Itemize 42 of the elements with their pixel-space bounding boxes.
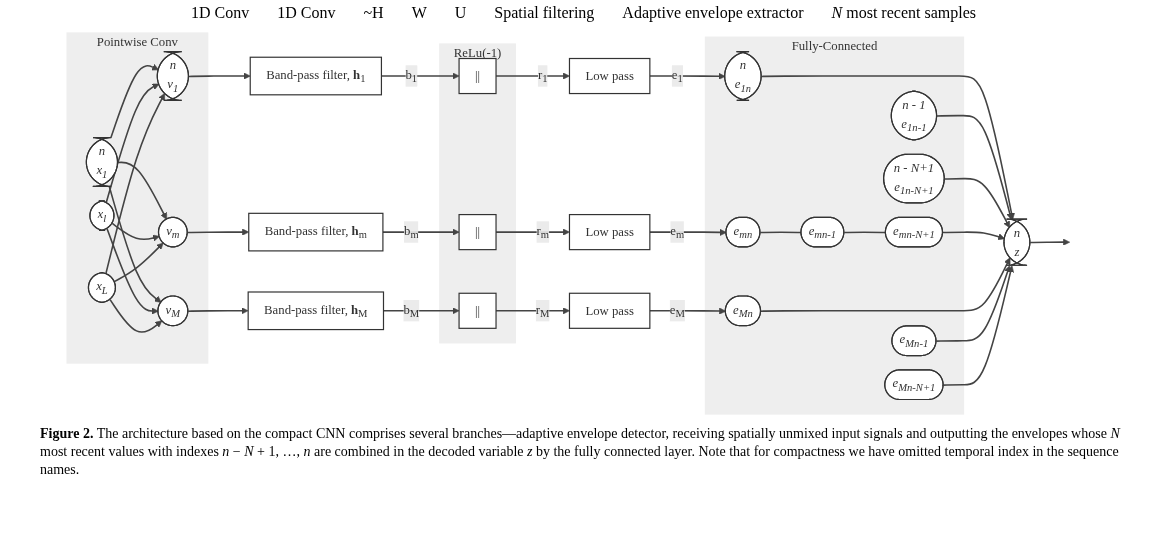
diagram-label: 1D Conv (191, 4, 250, 22)
node-box: || (457, 57, 497, 95)
arrow (111, 222, 160, 242)
edge-label: e$_{m}$ (669, 223, 684, 241)
diagram-label: 1D Conv (277, 4, 336, 22)
arrow (104, 83, 159, 204)
node-box: || (457, 292, 497, 329)
arrow (942, 265, 1014, 386)
edge-label: e$_{M}$ (669, 302, 685, 320)
arrow (116, 161, 167, 220)
diagram-label: W (411, 4, 427, 22)
arrow (113, 242, 164, 283)
node-box: Band-pass filter, h$_{m}$ (247, 212, 383, 252)
arrow (760, 75, 1015, 220)
diagram-label: Adaptive envelope extractor (622, 4, 804, 22)
node-box: Low pass (568, 292, 650, 329)
arrow (108, 298, 162, 333)
node-box: Low pass (568, 57, 650, 95)
arrow (104, 93, 165, 275)
arrow (935, 265, 1011, 342)
node-box: || (457, 214, 497, 251)
edge-label: e$_{1}$ (671, 67, 683, 85)
arrow (759, 257, 1010, 312)
diagram-label: N most recent samples (831, 4, 976, 22)
edge-label: r$_{1}$ (537, 67, 547, 85)
arrow (943, 177, 1010, 229)
node-box: Band-pass filter, h$_{1}$ (249, 56, 382, 96)
node-box: Low pass (568, 214, 650, 251)
arrow (108, 186, 162, 303)
node-box: Band-pass filter, h$_{M}$ (247, 291, 384, 331)
edge-label: r$_{m}$ (535, 223, 549, 241)
edge-label: b$_{m}$ (403, 223, 419, 241)
diagram-label: U (454, 4, 467, 22)
figure-caption: Figure 2. The architecture based on the compact CNN comprises several branches—adaptive envelope detector, receiving spatially unmixed input signals and outputting the envelopes whose N most recent values with indexes n − N + 1, …, n are combined in the decoded variable z by the fully connected layer. Note that for compactness we have omitted temporal index in the sequence names. (39, 425, 1122, 480)
arrow (109, 63, 159, 139)
edge-label: b$_{1}$ (404, 67, 417, 85)
arrow (186, 228, 249, 236)
diagram-label: Spatial filtering (494, 4, 595, 22)
diagram-label: ~H (363, 4, 384, 22)
edge-label: r$_{M}$ (535, 302, 550, 320)
arrow (941, 231, 1005, 241)
edge-label: b$_{M}$ (402, 302, 419, 320)
